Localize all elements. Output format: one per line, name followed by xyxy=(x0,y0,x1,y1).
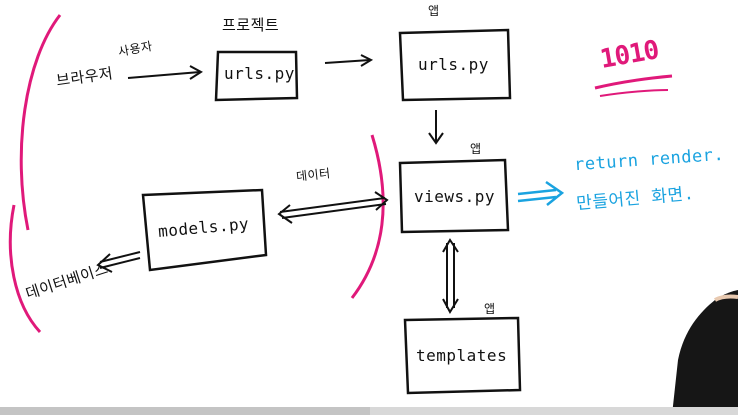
label-urls-project: urls.py xyxy=(224,64,295,83)
video-progress-fill xyxy=(0,407,370,415)
project-urls-box xyxy=(214,50,299,102)
arrow-browser-to-urls xyxy=(127,71,201,79)
label-app-templates: 앱 xyxy=(484,302,496,316)
models-box xyxy=(141,188,268,272)
label-project: 프로젝트 xyxy=(222,16,280,34)
left-boundary-curve xyxy=(19,14,62,231)
label-urls-app: urls.py xyxy=(418,55,489,74)
presenter-silhouette xyxy=(672,290,738,415)
note-underline xyxy=(594,74,673,90)
arrow-urls-to-app-urls xyxy=(324,59,371,64)
views-box xyxy=(398,158,510,234)
left-lower-curve xyxy=(8,204,42,334)
arrow-models-views xyxy=(279,197,386,213)
label-app-views: 앱 xyxy=(470,142,482,156)
middle-boundary-curve xyxy=(350,134,385,299)
label-templates: templates xyxy=(416,346,508,365)
app-urls-box xyxy=(398,28,512,102)
arrow-db-to-models xyxy=(99,251,141,263)
label-views: views.py xyxy=(414,187,496,206)
arrow-views-to-render xyxy=(517,188,557,196)
templates-box xyxy=(403,316,522,395)
label-app-top: 앱 xyxy=(428,4,440,18)
video-progress-bar[interactable] xyxy=(0,407,738,415)
label-data: 데이터 xyxy=(295,166,332,184)
